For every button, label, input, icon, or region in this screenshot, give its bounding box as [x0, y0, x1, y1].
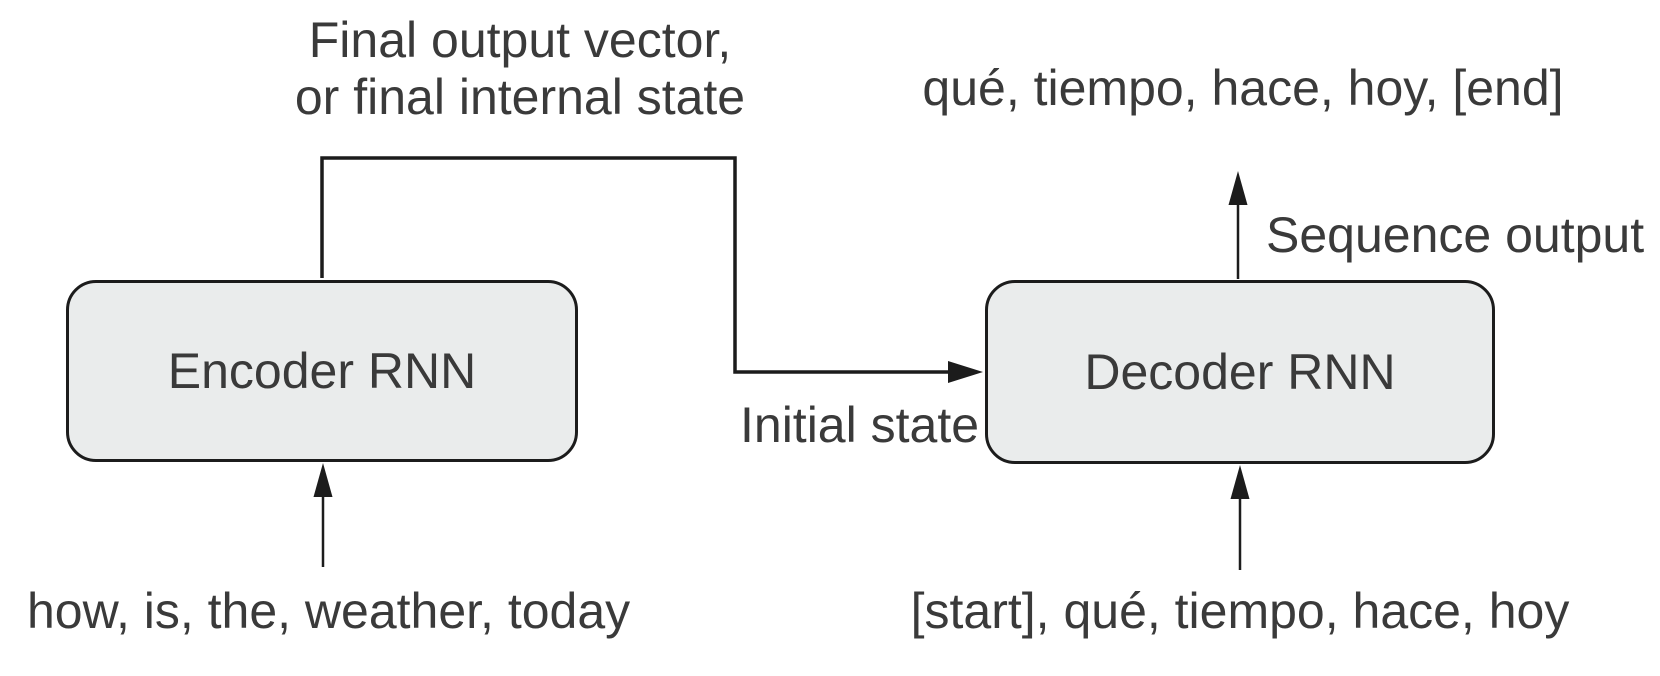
decoder-input-arrowhead: [1230, 465, 1250, 499]
encoder-input-arrowhead: [313, 463, 333, 497]
encoder-box: Encoder RNN: [66, 280, 578, 462]
encoder-input-arrow: [313, 463, 333, 567]
encoder-label: Encoder RNN: [167, 343, 477, 399]
decoder-label: Decoder RNN: [1084, 344, 1396, 400]
decoder-input-sequence: [start], qué, tiempo, hace, hoy: [910, 583, 1570, 639]
final-state-note-line2: or final internal state: [294, 69, 746, 125]
state-connector-arrow: [320, 156, 983, 383]
encoder-input-sequence: how, is, the, weather, today: [27, 583, 631, 639]
sequence-output-label: Sequence output: [1266, 207, 1645, 263]
decoder-output-sequence: qué, tiempo, hace, hoy, [end]: [922, 60, 1564, 116]
sequence-output-arrowhead: [1228, 171, 1248, 205]
final-state-note-line1: Final output vector,: [308, 12, 732, 68]
state-connector-line: [320, 156, 951, 374]
sequence-output-arrow: [1228, 171, 1248, 279]
decoder-box: Decoder RNN: [985, 280, 1495, 464]
decoder-input-arrow: [1230, 465, 1250, 570]
initial-state-label: Initial state: [740, 397, 980, 453]
state-connector-arrowhead: [948, 361, 983, 383]
final-state-note: Final output vector, or final internal s…: [270, 12, 770, 126]
